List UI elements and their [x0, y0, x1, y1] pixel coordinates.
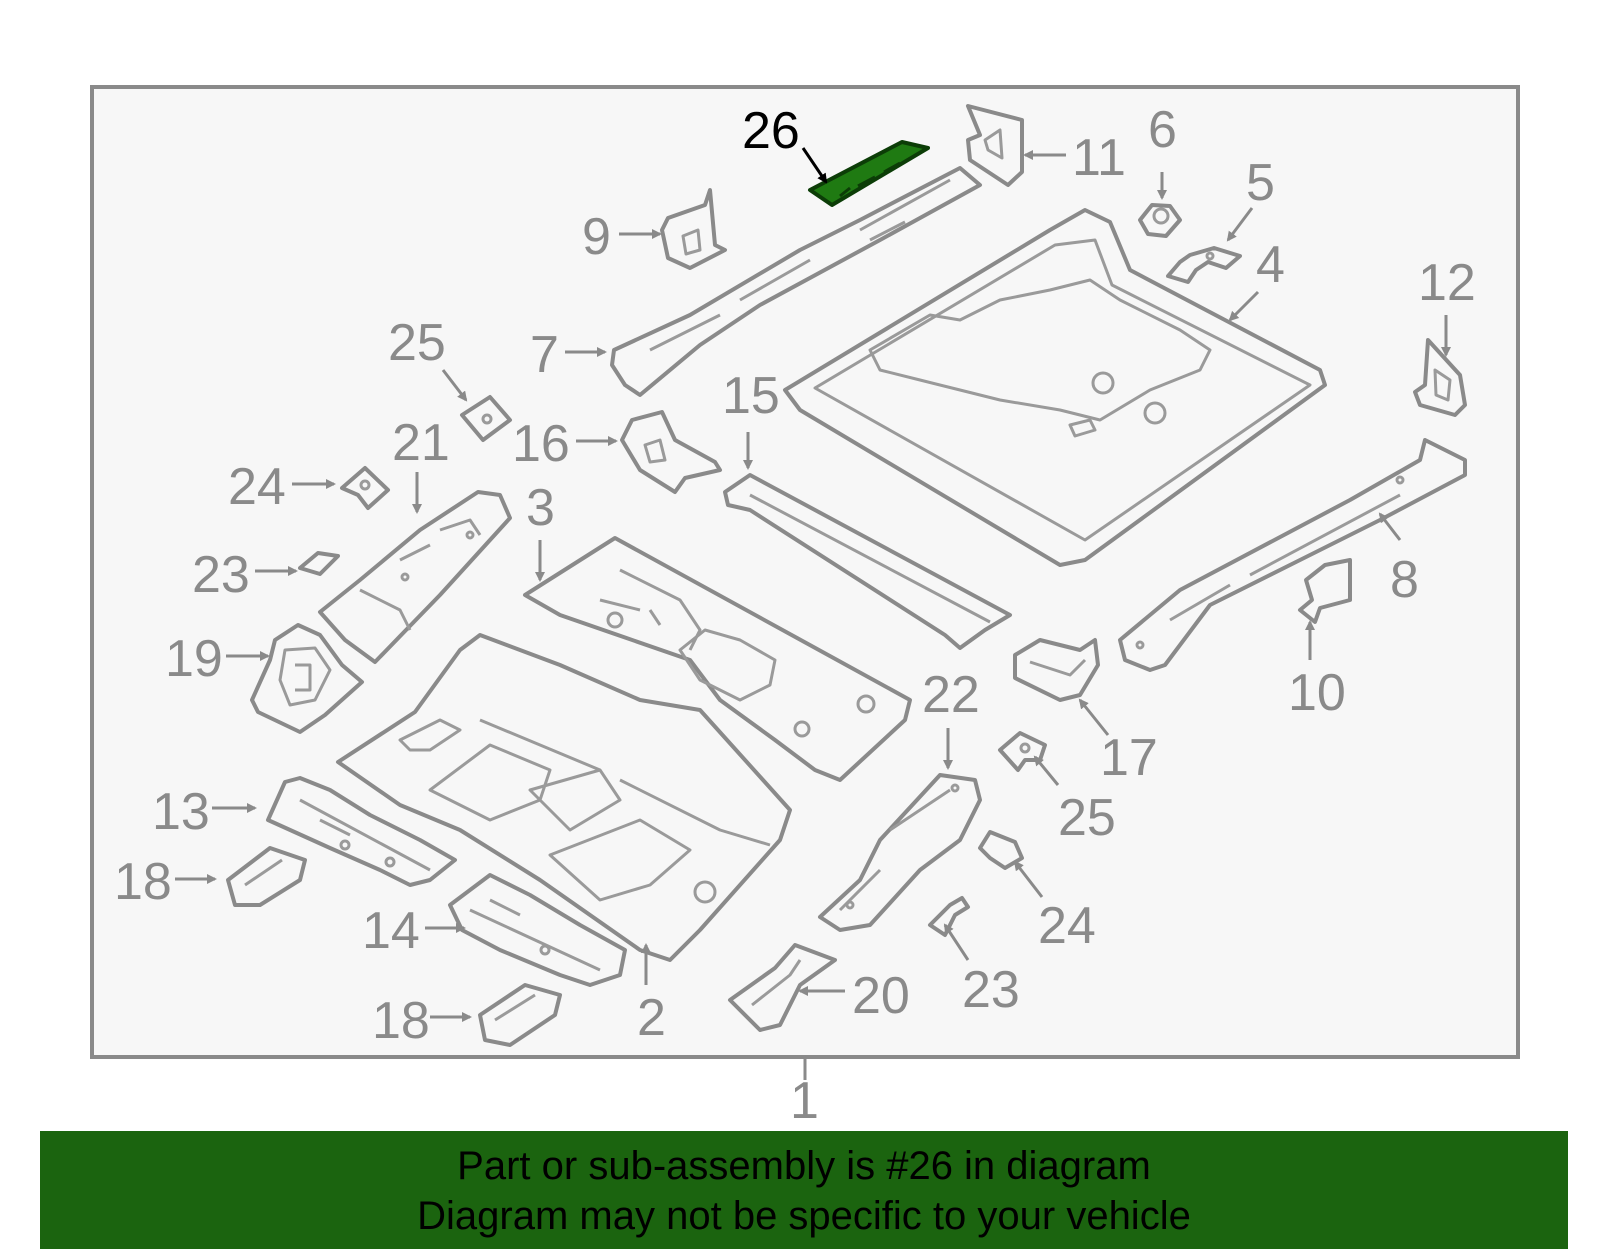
- callout-8[interactable]: 8: [1390, 551, 1419, 609]
- callout-24-right[interactable]: 24: [1038, 897, 1096, 955]
- callout-17[interactable]: 17: [1100, 729, 1158, 787]
- part-14[interactable]: [448, 873, 627, 987]
- banner-line-part: Part or sub-assembly is #26 in diagram: [457, 1144, 1151, 1188]
- callout-3[interactable]: 3: [526, 479, 555, 537]
- part-19[interactable]: [250, 623, 364, 734]
- callout-5[interactable]: 5: [1246, 154, 1275, 212]
- part-7[interactable]: [610, 166, 982, 397]
- callout-18-lower[interactable]: 18: [372, 992, 430, 1050]
- callout-23-right[interactable]: 23: [962, 961, 1020, 1019]
- part-23-right[interactable]: [928, 896, 970, 937]
- callout-12[interactable]: 12: [1418, 254, 1476, 312]
- part-15[interactable]: [723, 473, 1012, 650]
- callout-18-upper[interactable]: 18: [114, 853, 172, 911]
- part-17[interactable]: [1013, 638, 1100, 702]
- callout-6[interactable]: 6: [1148, 101, 1177, 159]
- part-6[interactable]: [1138, 203, 1182, 238]
- callout-14[interactable]: 14: [362, 902, 420, 960]
- part-10[interactable]: [1298, 558, 1352, 624]
- callout-26[interactable]: 26: [742, 102, 800, 160]
- callout-25-top[interactable]: 25: [388, 314, 446, 372]
- part-2[interactable]: [336, 633, 792, 962]
- part-12[interactable]: [1413, 338, 1467, 417]
- part-20[interactable]: [728, 943, 837, 1032]
- part-5[interactable]: [1166, 246, 1242, 284]
- callout-16[interactable]: 16: [512, 415, 570, 473]
- callout-15[interactable]: 15: [722, 367, 780, 425]
- part-11[interactable]: [966, 104, 1024, 187]
- callout-1[interactable]: 1: [790, 1072, 819, 1130]
- banner-line-disclaimer: Diagram may not be specific to your vehi…: [417, 1194, 1191, 1238]
- part-9[interactable]: [660, 188, 727, 270]
- part-24-left[interactable]: [340, 466, 390, 510]
- part-23-left[interactable]: [298, 551, 340, 576]
- part-16[interactable]: [620, 410, 722, 494]
- callout-11[interactable]: 11: [1072, 129, 1126, 187]
- callout-4[interactable]: 4: [1256, 236, 1285, 294]
- callout-2[interactable]: 2: [637, 989, 666, 1047]
- callout-25-right[interactable]: 25: [1058, 789, 1116, 847]
- callout-23-left[interactable]: 23: [192, 546, 250, 604]
- callout-7[interactable]: 7: [530, 326, 559, 384]
- callout-21[interactable]: 21: [392, 414, 450, 472]
- callout-24-left[interactable]: 24: [228, 458, 286, 516]
- part-3[interactable]: [523, 536, 912, 782]
- part-13[interactable]: [266, 776, 457, 887]
- part-25-top[interactable]: [460, 395, 512, 442]
- callout-9[interactable]: 9: [582, 208, 611, 266]
- callout-labels: 26 11 6 5 4 12 9 7 15 25 16 21 24 3 23 8…: [114, 101, 1476, 1130]
- part-8[interactable]: [1118, 438, 1467, 672]
- callout-22[interactable]: 22: [922, 666, 980, 724]
- callout-19[interactable]: 19: [165, 630, 223, 688]
- part-4[interactable]: [783, 208, 1327, 567]
- part-18-lower[interactable]: [478, 983, 562, 1047]
- part-21[interactable]: [318, 490, 512, 664]
- part-24-right[interactable]: [978, 830, 1024, 870]
- diagram-frame: [90, 85, 1520, 1059]
- callout-13[interactable]: 13: [152, 783, 210, 841]
- part-info-banner: Part or sub-assembly is #26 in diagram D…: [40, 1131, 1568, 1249]
- callout-10[interactable]: 10: [1288, 664, 1346, 722]
- part-22[interactable]: [818, 773, 982, 932]
- part-18-upper[interactable]: [226, 846, 307, 907]
- callout-20[interactable]: 20: [852, 967, 910, 1025]
- part-26-highlighted[interactable]: [808, 140, 930, 207]
- leader-lines: [175, 147, 1451, 1022]
